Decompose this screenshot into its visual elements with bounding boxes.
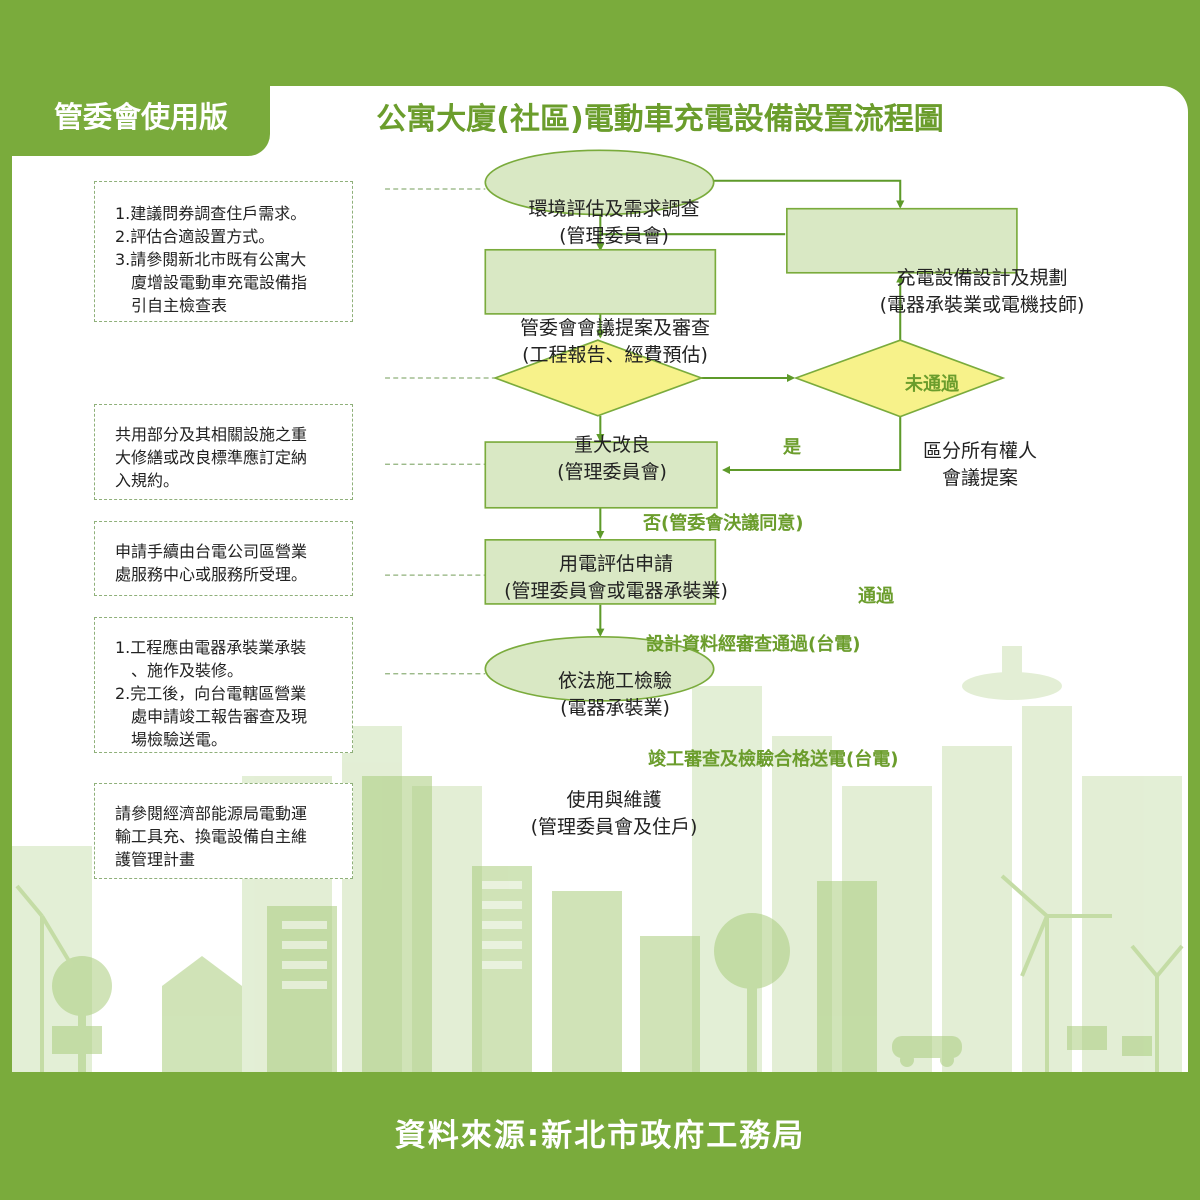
env-assess-subtitle: (管理委員會) bbox=[559, 225, 669, 247]
meeting-review-subtitle: (工程報告、經費預估) bbox=[522, 344, 708, 366]
version-tab: 管委會使用版 bbox=[12, 84, 270, 156]
note-env-assess: 1.建議問券調查住戶需求。 2.評估合適設置方式。 3.請參閱新北市既有公寓大 … bbox=[94, 181, 353, 322]
meeting-review-node: 管委會會議提案及審查 (工程報告、經費預估) bbox=[475, 315, 755, 369]
env-assess-title: 環境評估及需求調查 bbox=[528, 198, 700, 220]
edge-label-passed: 通過 bbox=[858, 586, 894, 607]
construction-box bbox=[484, 539, 717, 605]
note3-line2: 處服務中心或服務所受理。 bbox=[115, 565, 308, 584]
note1-item3b: 廈增設電動車充電設備指 bbox=[131, 273, 308, 292]
construction-node: 依法施工檢驗 (電器承裝業) bbox=[475, 668, 755, 722]
edge-label-no-agree: 否(管委會決議同意) bbox=[643, 513, 804, 534]
note2-line3: 入規約。 bbox=[115, 471, 180, 490]
arrow-owners-to-power bbox=[721, 416, 902, 475]
edge-label-yes: 是 bbox=[783, 437, 801, 458]
major-improve-node: 重大改良 (管理委員會) bbox=[512, 432, 712, 486]
power-apply-box bbox=[484, 441, 718, 509]
maintenance-ellipse bbox=[484, 635, 715, 702]
note5-line1: 請參閱經濟部能源局電動運 bbox=[115, 804, 308, 823]
owners-meeting-title: 區分所有權人 bbox=[922, 440, 1037, 462]
note4-item2b: 處申請竣工報告審查及現 bbox=[131, 707, 308, 726]
note5-line2: 輸工具充、換電設備自主維 bbox=[115, 827, 308, 846]
power-apply-title: 用電評估申請 bbox=[558, 553, 673, 575]
note-power-apply: 申請手續由台電公司區營業 處服務中心或服務所受理。 bbox=[94, 521, 353, 596]
note4-item2a: 2.完工後，向台電轄區營業 bbox=[115, 684, 307, 703]
power-apply-subtitle: (管理委員會或電器承裝業) bbox=[504, 580, 728, 602]
maintenance-subtitle: (管理委員會及住戶) bbox=[530, 816, 698, 838]
note1-item3c: 引自主檢查表 bbox=[131, 296, 228, 315]
note4-item1b: 、施作及裝修。 bbox=[131, 661, 244, 680]
note5-line3: 護管理計畫 bbox=[115, 850, 196, 869]
construction-subtitle: (電器承裝業) bbox=[560, 697, 670, 719]
maintenance-node: 使用與維護 (管理委員會及住戶) bbox=[475, 787, 753, 841]
power-apply-node: 用電評估申請 (管理委員會或電器承裝業) bbox=[475, 551, 757, 605]
note2-line2: 大修繕或改良標準應訂定納 bbox=[115, 448, 308, 467]
owners-meeting-subtitle: 會議提案 bbox=[941, 467, 1018, 489]
construction-title: 依法施工檢驗 bbox=[557, 670, 672, 692]
note-construction: 1.工程應由電器承裝業承裝 、施作及裝修。 2.完工後，向台電轄區營業 處申請竣… bbox=[94, 617, 353, 753]
note-connectors bbox=[385, 188, 496, 675]
note-maintenance: 請參閱經濟部能源局電動運 輸工具充、換電設備自主維 護管理計畫 bbox=[94, 783, 353, 879]
maintenance-title: 使用與維護 bbox=[566, 789, 662, 811]
note1-item1: 1.建議問券調查住戶需求。 bbox=[115, 204, 307, 223]
note3-line1: 申請手續由台電公司區營業 bbox=[115, 542, 308, 561]
arrow-env-to-design bbox=[713, 179, 905, 209]
source-footer: 資料來源:新北市政府工務局 bbox=[394, 1118, 806, 1154]
owners-meeting-diamond bbox=[793, 339, 1006, 418]
edge-label-design-passed: 設計資料經審查通過(台電) bbox=[646, 634, 861, 655]
note2-line1: 共用部分及其相關設施之重 bbox=[115, 425, 308, 444]
major-improve-subtitle: (管理委員會) bbox=[557, 461, 667, 483]
page-title: 公寓大廈(社區)電動車充電設備設置流程圖 bbox=[376, 102, 944, 137]
major-improve-diamond bbox=[492, 339, 704, 417]
owners-meeting-node: 區分所有權人 會議提案 bbox=[880, 438, 1080, 492]
meeting-review-box bbox=[484, 248, 717, 315]
edge-label-not-passed: 未通過 bbox=[905, 374, 959, 395]
note1-item3a: 3.請參閱新北市既有公寓大 bbox=[115, 250, 307, 269]
note4-item2c: 場檢驗送電。 bbox=[131, 730, 228, 749]
env-assess-ellipse bbox=[484, 149, 715, 216]
design-plan-box bbox=[786, 207, 1018, 274]
note1-item2: 2.評估合適設置方式。 bbox=[115, 227, 275, 246]
note4-item1a: 1.工程應由電器承裝業承裝 bbox=[115, 638, 307, 657]
note-major-improve: 共用部分及其相關設施之重 大修繕或改良標準應訂定納 入規約。 bbox=[94, 404, 353, 500]
design-plan-node: 充電設備設計及規劃 (電器承裝業或電機技師) bbox=[842, 265, 1122, 319]
major-improve-title: 重大改良 bbox=[573, 434, 650, 456]
env-assess-node: 環境評估及需求調查 (管理委員會) bbox=[475, 196, 753, 250]
design-plan-subtitle: (電器承裝業或電機技師) bbox=[879, 294, 1085, 316]
edge-label-completion-passed: 竣工審查及檢驗合格送電(台電) bbox=[648, 749, 899, 770]
design-plan-title: 充電設備設計及規劃 bbox=[896, 267, 1068, 289]
meeting-review-title: 管委會會議提案及審查 bbox=[519, 317, 710, 339]
flowchart-shapes bbox=[385, 149, 1018, 702]
